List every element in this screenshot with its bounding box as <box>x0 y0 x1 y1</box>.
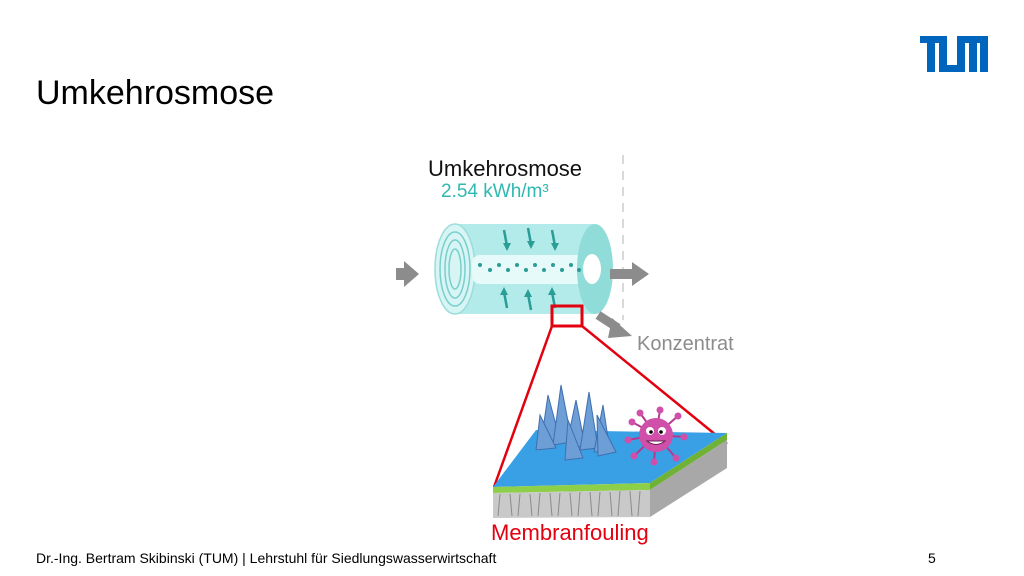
process-label: Umkehrosmose <box>428 156 583 181</box>
membrane-module <box>434 223 613 315</box>
zoom-line-left <box>492 325 554 488</box>
fouling-label: Membranfouling <box>491 520 649 545</box>
inflow-arrow-icon <box>396 261 419 287</box>
concentrate-label: Konzentrat <box>637 333 734 355</box>
bacterium-icon <box>624 406 688 466</box>
zoom-line-right <box>581 325 728 445</box>
energy-label: 2.54 kWh/m³ <box>441 181 549 202</box>
tum-logo <box>920 36 988 72</box>
outflow-arrow-icon <box>610 262 649 286</box>
slide-title: Umkehrosmose <box>36 74 275 112</box>
concentrate-arrow-icon <box>595 311 632 338</box>
footer-text: Dr.-Ing. Bertram Skibinski (TUM) | Lehrs… <box>36 550 497 566</box>
crystal-icon <box>535 384 617 461</box>
page-number: 5 <box>928 550 936 566</box>
zoom-box <box>550 304 584 328</box>
